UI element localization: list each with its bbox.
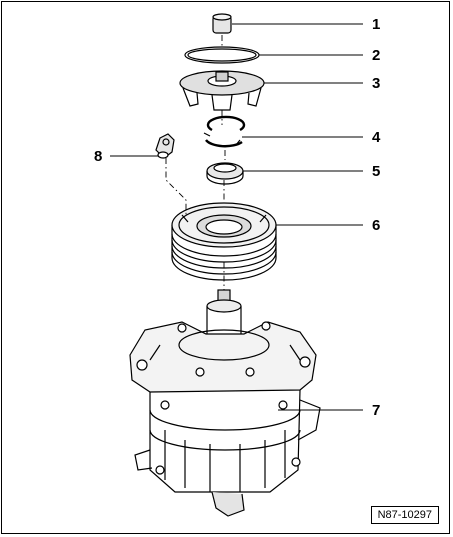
part-6-pulley (171, 202, 277, 281)
callout-8: 8 (94, 148, 103, 165)
part-1-cap (212, 13, 232, 34)
part-2-ring (184, 46, 260, 64)
callout-1: 1 (372, 16, 381, 33)
part-4-snap-ring (203, 115, 246, 148)
callout-6: 6 (372, 217, 381, 234)
reference-code: N87-10297 (370, 506, 439, 524)
part-8-clip (155, 133, 175, 159)
callout-5: 5 (372, 163, 381, 180)
part-3-driver-plate (179, 70, 265, 111)
callout-4: 4 (372, 129, 381, 146)
callout-3: 3 (372, 75, 381, 92)
part-5-spacer (206, 162, 244, 185)
callout-7: 7 (372, 402, 381, 419)
callout-2: 2 (372, 47, 381, 64)
part-7-compressor (129, 289, 321, 517)
